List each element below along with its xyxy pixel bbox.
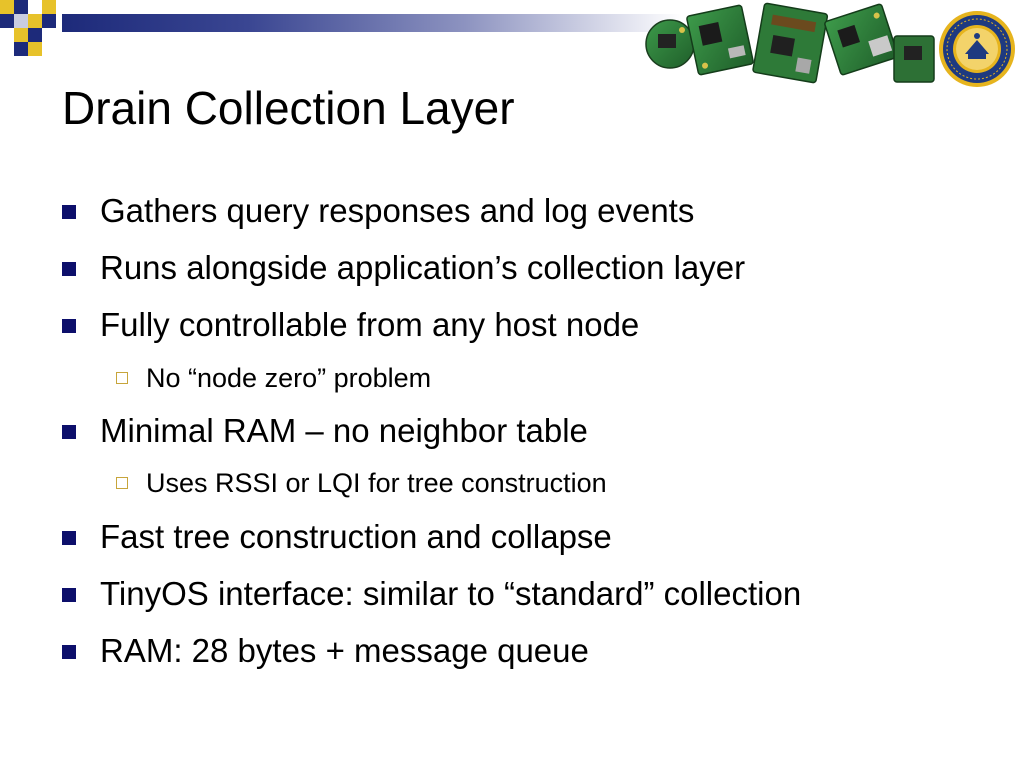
bullet-item: Fast tree construction and collapse xyxy=(62,517,612,557)
filled-square-bullet-icon xyxy=(62,319,76,333)
filled-square-bullet-icon xyxy=(62,531,76,545)
bullet-item: Gathers query responses and log events xyxy=(62,191,694,231)
sub-bullet-text: Uses RSSI or LQI for tree construction xyxy=(146,468,607,498)
bullet-item: Minimal RAM – no neighbor table xyxy=(62,411,588,451)
bullet-item: Fully controllable from any host node xyxy=(62,305,639,345)
bullet-item: TinyOS interface: similar to “standard” … xyxy=(62,574,801,614)
bullet-text: Fully controllable from any host node xyxy=(100,306,640,343)
filled-square-bullet-icon xyxy=(62,645,76,659)
filled-square-bullet-icon xyxy=(62,588,76,602)
bullet-text: TinyOS interface: similar to “standard” … xyxy=(100,575,802,612)
slide-title: Drain Collection Layer xyxy=(62,82,515,134)
bullet-text: Fast tree construction and collapse xyxy=(100,518,612,555)
university-seal-logo xyxy=(939,11,1015,87)
sub-bullet-text: No “node zero” problem xyxy=(146,363,432,393)
checker-pattern-icon xyxy=(0,0,56,56)
sensor-boards-image xyxy=(645,2,935,84)
bullet-text: Minimal RAM – no neighbor table xyxy=(100,412,588,449)
bullet-item: RAM: 28 bytes + message queue xyxy=(62,631,589,671)
bullet-text: Gathers query responses and log events xyxy=(100,192,695,229)
header-decoration xyxy=(0,0,1024,100)
hollow-square-bullet-icon xyxy=(116,477,128,489)
filled-square-bullet-icon xyxy=(62,262,76,276)
filled-square-bullet-icon xyxy=(62,425,76,439)
sub-bullet-item: No “node zero” problem xyxy=(116,362,431,394)
sub-bullet-item: Uses RSSI or LQI for tree construction xyxy=(116,467,607,499)
filled-square-bullet-icon xyxy=(62,205,76,219)
bullet-text: RAM: 28 bytes + message queue xyxy=(100,632,589,669)
hollow-square-bullet-icon xyxy=(116,372,128,384)
bullet-item: Runs alongside application’s collection … xyxy=(62,248,745,288)
bullet-text: Runs alongside application’s collection … xyxy=(100,249,746,286)
header-gradient-bar xyxy=(62,14,682,32)
